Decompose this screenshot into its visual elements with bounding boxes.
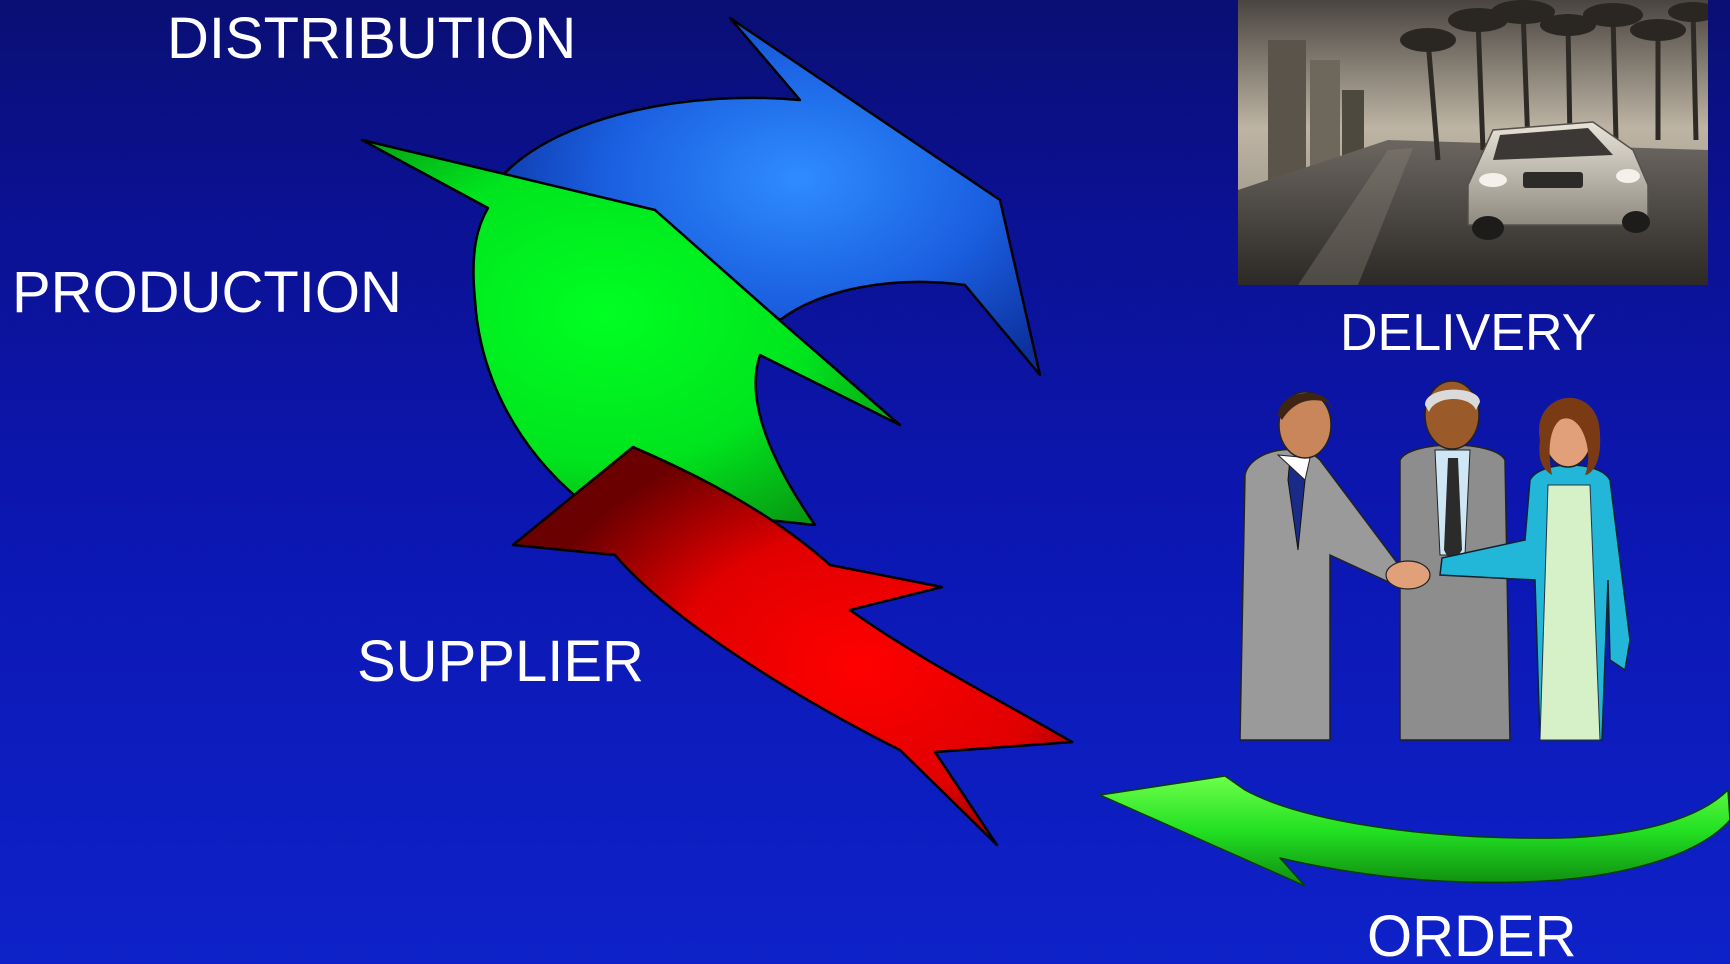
production-arrow bbox=[360, 138, 902, 527]
production-label: PRODUCTION bbox=[12, 260, 402, 325]
distribution-label: DISTRIBUTION bbox=[167, 6, 577, 71]
delivery-label: DELIVERY bbox=[1340, 304, 1597, 362]
supplier-arrow bbox=[511, 445, 1074, 847]
man-middle-figure bbox=[1399, 380, 1511, 741]
woman-right-figure bbox=[1439, 397, 1631, 741]
car-photo bbox=[1238, 0, 1708, 285]
business-people-handshake-illustration bbox=[1239, 380, 1631, 741]
distribution-arrow bbox=[501, 16, 1042, 377]
man-left-figure bbox=[1239, 391, 1406, 741]
order-label: ORDER bbox=[1367, 904, 1577, 964]
order-arrow bbox=[1099, 775, 1730, 887]
supplier-label: SUPPLIER bbox=[357, 629, 644, 694]
